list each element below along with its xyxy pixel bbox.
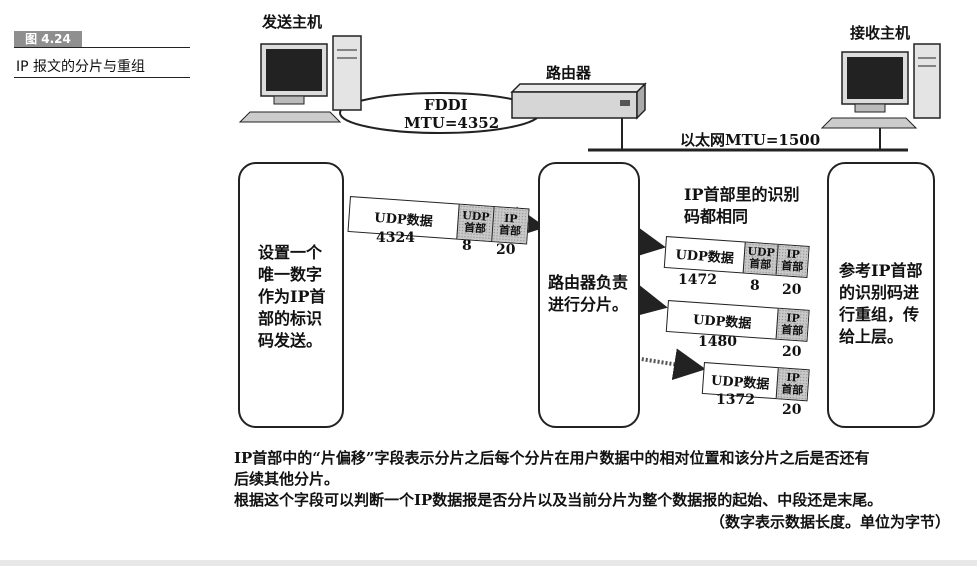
router-panel: 路由器负责 进行分片。: [538, 162, 640, 428]
fddi-mtu-label: MTU=4352: [404, 114, 500, 132]
sender-text-line: 部的标识: [258, 309, 323, 328]
sender-text-line: 设置一个: [258, 243, 323, 262]
ip-header-text: 首部: [780, 259, 804, 274]
arrow-frag2: [621, 285, 668, 317]
note-line-3: 根据这个字段可以判断一个IP数据报是否分片以及当前分片为整个数据报的起始、中段还…: [234, 491, 883, 509]
sender-computer-icon: [238, 35, 362, 123]
frag1-data-size: 1472: [678, 272, 717, 288]
original-ip-size: 20: [496, 242, 516, 258]
frag3-data-size: 1372: [716, 392, 755, 408]
bottom-scroll-strip: [0, 560, 977, 566]
receiver-text-line: 参考IP首部: [839, 261, 923, 280]
sender-text-line: 作为IP首: [258, 287, 326, 306]
frag2-ip-header: IP 首部: [775, 308, 809, 341]
frag1-ip-header: IP 首部: [775, 244, 809, 277]
udp-header-text: 首部: [463, 221, 487, 236]
same-id-line: 码都相同: [684, 207, 749, 226]
frag1-udp-data: UDP数据: [674, 247, 735, 267]
router-icon: [510, 82, 647, 120]
figure-title: IP 报文的分片与重组: [16, 59, 146, 75]
frag3-ip-header: IP 首部: [775, 368, 809, 401]
frag2-udp-data: UDP数据: [692, 312, 752, 332]
udp-header-text: 首部: [748, 256, 772, 272]
frag1-ip-size: 20: [782, 282, 802, 298]
frag2-ip-size: 20: [782, 344, 802, 360]
note-line-1: IP首部中的“片偏移”字段表示分片之后每个分片在用户数据中的相对位置和该分片之后…: [234, 449, 870, 467]
router-text-line: 路由器负责: [548, 273, 629, 292]
figure-rule-top: [14, 47, 190, 48]
same-id-note: IP首部里的识别 码都相同: [684, 184, 800, 228]
ip-header-text: 首部: [780, 322, 804, 338]
ip-header-text: 首部: [780, 382, 804, 397]
receiver-panel: 参考IP首部 的识别码进 行重组，传 给上层。: [827, 162, 935, 428]
frag1-udp-header: UDP 首部: [742, 242, 778, 275]
sender-host-label: 发送主机: [262, 13, 323, 31]
original-udp-size: 8: [462, 238, 472, 254]
fddi-label: FDDI: [424, 96, 468, 114]
original-udp-header: UDP 首部: [456, 204, 494, 241]
original-ip-header: IP 首部: [491, 207, 529, 244]
receiver-text-line: 给上层。: [839, 327, 904, 346]
receiver-host-label: 接收主机: [850, 24, 911, 42]
receiver-text-line: 行重组，传: [839, 305, 920, 324]
original-data-size: 4324: [376, 230, 415, 246]
receiver-computer-icon: [820, 43, 941, 129]
frag3-ip-size: 20: [782, 402, 802, 418]
receiver-text-line: 的识别码进: [839, 283, 920, 302]
ip-header-text: 首部: [498, 223, 522, 238]
sender-panel-text: 设置一个 唯一数字 作为IP首 部的标识 码发送。: [258, 242, 326, 352]
sender-text-line: 码发送。: [258, 331, 323, 350]
frag1-udp-size: 8: [750, 278, 760, 294]
figure-badge: 图 4.24: [14, 31, 82, 47]
sender-panel: 设置一个 唯一数字 作为IP首 部的标识 码发送。: [238, 162, 344, 428]
router-label: 路由器: [546, 64, 592, 82]
same-id-line: IP首部里的识别: [684, 185, 800, 204]
router-panel-text: 路由器负责 进行分片。: [548, 272, 628, 316]
router-text-line: 进行分片。: [548, 295, 629, 314]
figure-rule-bottom: [14, 77, 190, 78]
receiver-panel-text: 参考IP首部 的识别码进 行重组，传 给上层。: [839, 260, 923, 348]
note-line-2: 后续其他分片。: [234, 470, 340, 488]
unit-note: （数字表示数据长度。单位为字节）: [710, 513, 951, 531]
sender-text-line: 唯一数字: [258, 265, 323, 284]
ethernet-mtu-label: 以太网MTU=1500: [680, 131, 821, 149]
frag2-data-size: 1480: [698, 334, 737, 350]
